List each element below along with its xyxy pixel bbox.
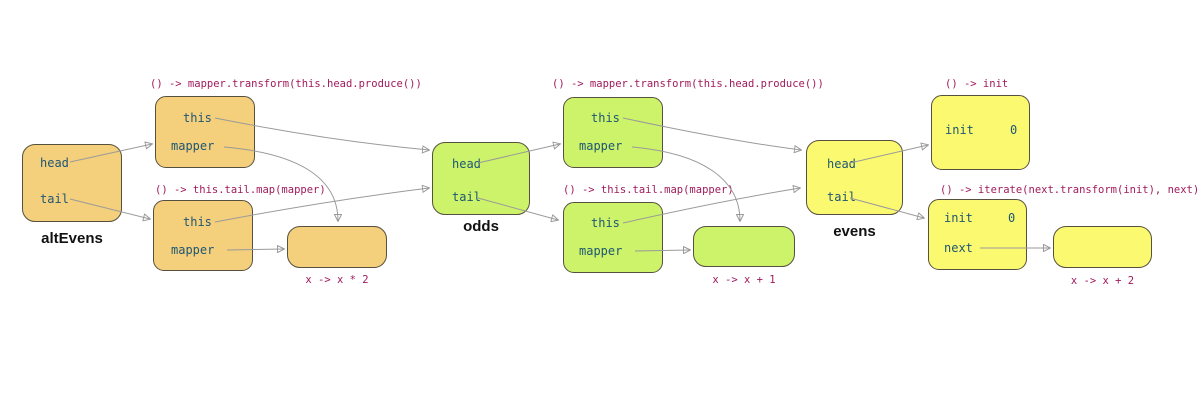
alt-evens-tail-field: tail [40, 192, 69, 206]
evens-tail-closure-init-field: init [944, 211, 973, 225]
odds-head-closure-box [563, 97, 663, 168]
alt-evens-head-closure-box [155, 96, 255, 168]
odds-fn-label: x -> x + 1 [712, 274, 776, 286]
alt-evens-head-field: head [40, 156, 69, 170]
evens-head-closure-init-field: init [945, 123, 974, 137]
odds-stream-box [432, 142, 530, 215]
alt-evens-stream-box [22, 144, 122, 222]
odds-head-closure-code-label: () -> mapper.transform(this.head.produce… [552, 78, 824, 90]
alt-evens-fn-box [287, 226, 387, 268]
alt-evens-head-closure-mapper-field: mapper [171, 139, 215, 153]
odds-head-closure-this-field: this [591, 111, 620, 125]
odds-tail-closure-this-field: this [591, 216, 620, 230]
evens-tail-field: tail [827, 190, 856, 204]
odds-tail-closure-mapper-field: mapper [579, 244, 623, 258]
odds-head-closure-mapper-field: mapper [579, 139, 623, 153]
evens-head-closure-box [931, 95, 1030, 170]
odds-group-label: odds [463, 218, 499, 235]
evens-tail-closure-box [928, 199, 1027, 270]
odds-tail-field: tail [452, 190, 481, 204]
alt-evens-head-closure-code-label: () -> mapper.transform(this.head.produce… [150, 78, 422, 90]
alt-evens-tail-closure-this-field: this [183, 215, 212, 229]
alt-evens-head-closure-this-field: this [183, 111, 212, 125]
alt-evens-tail-closure-mapper-field: mapper [171, 243, 215, 257]
odds-tail-closure-code-label: () -> this.tail.map(mapper) [563, 184, 734, 196]
odds-head-field: head [452, 157, 481, 171]
evens-tail-closure-next-field: next [944, 241, 973, 255]
alt-evens-group-label: altEvens [41, 230, 103, 247]
evens-head-closure-code-label: () -> init [945, 78, 1009, 90]
evens-head-closure-init-value: 0 [1010, 123, 1018, 137]
odds-tail-closure-box [563, 202, 663, 273]
evens-fn-label: x -> x + 2 [1070, 275, 1135, 287]
evens-tail-closure-init-value: 0 [1008, 211, 1016, 225]
evens-group-label: evens [833, 223, 876, 240]
evens-head-field: head [827, 157, 856, 171]
evens-tail-closure-code-label: () -> iterate(next.transform(init), next… [940, 184, 1200, 196]
odds-fn-box [693, 226, 795, 267]
alt-evens-fn-label: x -> x * 2 [305, 274, 369, 286]
alt-evens-tail-closure-box [153, 200, 253, 271]
evens-fn-box [1053, 226, 1152, 268]
alt-evens-tail-closure-code-label: () -> this.tail.map(mapper) [155, 184, 326, 196]
